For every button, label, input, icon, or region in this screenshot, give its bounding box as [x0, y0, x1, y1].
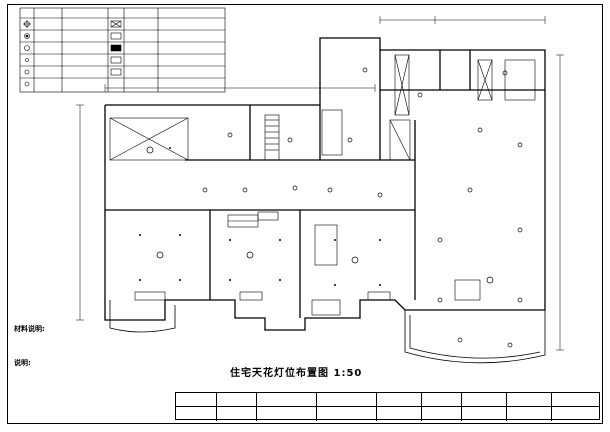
title-block: [175, 392, 600, 421]
light-fixtures: [139, 67, 523, 348]
cabinets: [109, 54, 536, 316]
tb-cell: [461, 393, 506, 407]
tb-cell: [316, 393, 376, 407]
legend-table: [19, 7, 226, 93]
title-block-row: [176, 407, 599, 421]
tb-cell: [421, 393, 461, 407]
tb-cell: [216, 393, 256, 407]
bay-windows: [109, 300, 546, 364]
tb-cell: [176, 407, 216, 421]
materials-notes-heading: 材料说明:: [14, 325, 45, 333]
tb-cell: [316, 407, 376, 421]
sheet-border: [7, 4, 603, 424]
tb-cell: [421, 407, 461, 421]
tb-cell: [256, 407, 316, 421]
tb-cell: [176, 393, 216, 407]
drawing-title: 住宅天花灯位布置图 1:50: [230, 368, 363, 379]
tb-cell: [551, 393, 599, 407]
walls: [104, 37, 546, 331]
tb-cell: [506, 393, 551, 407]
tb-cell: [216, 407, 256, 421]
tb-cell: [376, 393, 421, 407]
dimension-lines: [76, 16, 564, 351]
tb-cell: [376, 407, 421, 421]
tb-cell: [506, 407, 551, 421]
legend-symbols: [23, 20, 122, 87]
ac-units: [134, 211, 391, 301]
tb-cell: [551, 407, 599, 421]
tb-cell: [256, 393, 316, 407]
remarks-heading: 说明:: [14, 359, 31, 367]
tb-cell: [461, 407, 506, 421]
title-block-row: [176, 393, 599, 407]
